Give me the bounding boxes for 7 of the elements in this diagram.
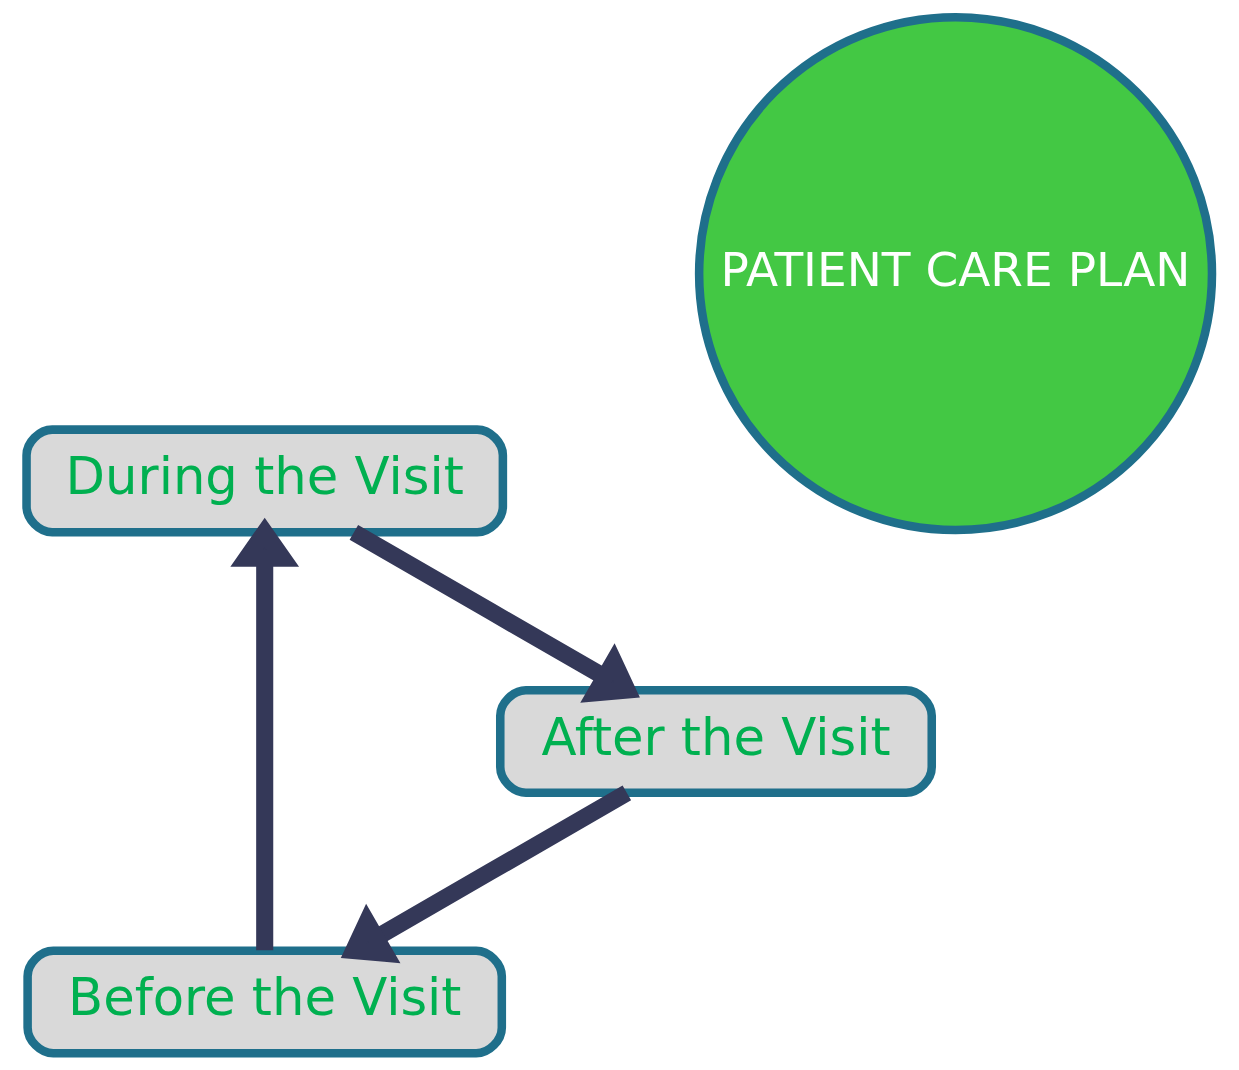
node-box: Before the Visit	[23, 946, 507, 1058]
arrow	[349, 524, 640, 703]
node-circle: PATIENT CARE PLAN	[694, 12, 1217, 535]
node-box: During the Visit	[22, 425, 508, 537]
arrow	[230, 517, 300, 951]
node-box: After the Visit	[496, 685, 936, 797]
arrow	[340, 785, 632, 964]
